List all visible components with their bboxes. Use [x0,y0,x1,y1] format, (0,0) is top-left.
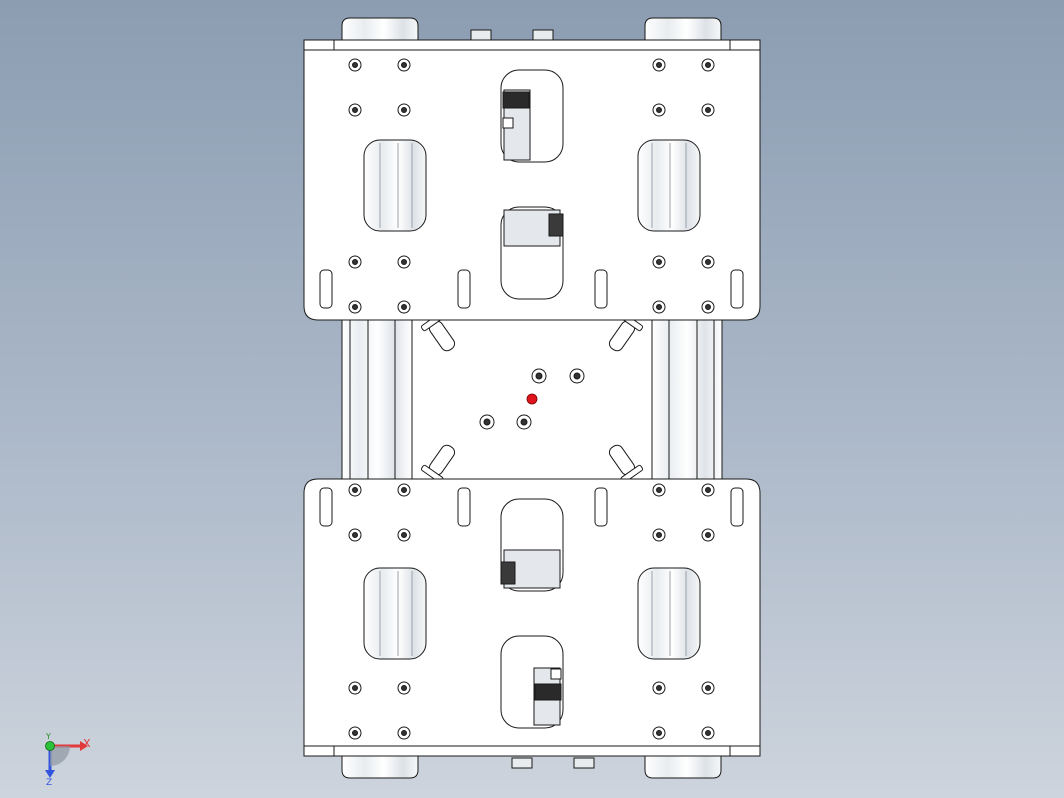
top-wheels [341,17,722,45]
screw-head [352,259,358,265]
x-axis-label: X [83,737,91,750]
screw-head [705,107,711,113]
screw-head [656,304,662,310]
screw-head [656,487,662,493]
top-nut-1 [470,29,492,41]
center-screws [479,368,585,430]
screw-head [352,685,358,691]
left-rail [341,315,413,483]
screw-head [656,730,662,736]
screw-head [352,62,358,68]
screw-head [705,730,711,736]
plate-screws [348,58,715,740]
screw-head [656,532,662,538]
bottom-plate-slots [319,487,744,527]
z-axis-label: Z [46,778,52,786]
bottom-wheels [341,753,722,779]
top-plate-slots [319,269,744,309]
top-left-wheel-window [363,139,427,232]
screw-head [352,487,358,493]
screw-head [705,62,711,68]
y-axis-dot [45,741,55,751]
screw-head [401,62,407,68]
screw-head [656,259,662,265]
origin-marker [526,393,538,405]
screw-head [401,259,407,265]
screw-head [705,259,711,265]
bottom-nut-1 [511,757,533,769]
screw-head [705,487,711,493]
y-axis-label: Y [45,732,51,741]
right-rail [651,315,723,483]
wheel-bottom-left [341,753,419,779]
screw-head [352,107,358,113]
axis-triad: X Y Z [45,732,91,786]
screw-head [401,107,407,113]
screw-head [705,304,711,310]
bottom-left-wheel-window [363,567,427,660]
bottom-plate [303,478,761,757]
bottom-right-wheel-window [637,567,701,660]
top-right-wheel-window [637,139,701,232]
screw-head [352,532,358,538]
screw-head [705,685,711,691]
wheel-top-right [644,17,722,45]
screw-head [401,532,407,538]
screw-head [401,685,407,691]
screw-head [352,304,358,310]
screw-head [352,730,358,736]
screw-head [401,487,407,493]
top-nut-2 [532,29,554,41]
wheel-stripes [379,143,687,656]
bottom-nut-2 [573,757,595,769]
wheel-top-left [341,17,419,45]
screw-head [656,62,662,68]
screw-head [656,107,662,113]
screw-head [705,532,711,538]
screw-head [656,685,662,691]
screw-head [401,304,407,310]
screw-head [401,730,407,736]
wheel-bottom-right [644,753,722,779]
top-plate [303,39,761,321]
